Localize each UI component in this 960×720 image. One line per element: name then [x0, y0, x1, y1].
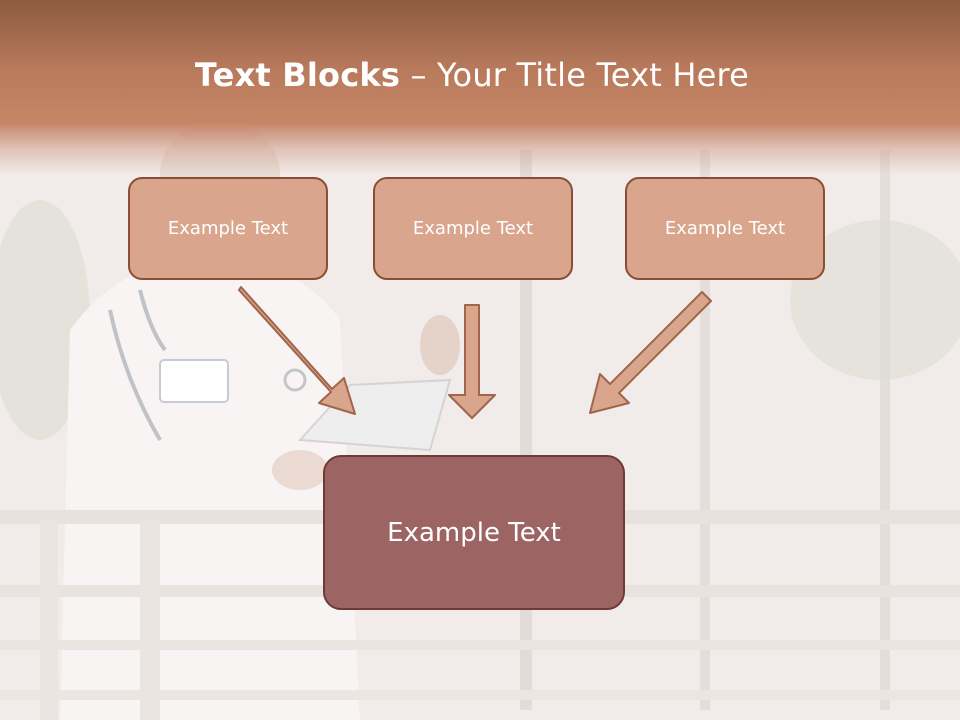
title-bar	[0, 0, 960, 175]
text-block-1-label: Example Text	[167, 218, 289, 239]
text-block-3[interactable]: Example Text	[625, 177, 825, 280]
arrow-left	[238, 286, 356, 415]
text-block-2-label: Example Text	[412, 218, 534, 239]
title-bold-part: Text Blocks	[194, 56, 401, 94]
slide-title[interactable]: Text Blocks – Your Title Text Here	[0, 56, 944, 94]
main-text-block-label: Example Text	[387, 517, 561, 548]
text-block-3-label: Example Text	[664, 218, 786, 239]
text-block-2[interactable]: Example Text	[373, 177, 573, 280]
title-regular-part: – Your Title Text Here	[400, 56, 750, 94]
arrow-center	[448, 304, 496, 419]
text-block-1[interactable]: Example Text	[128, 177, 328, 280]
arrow-right	[589, 291, 712, 414]
main-text-block[interactable]: Example Text	[323, 455, 625, 610]
